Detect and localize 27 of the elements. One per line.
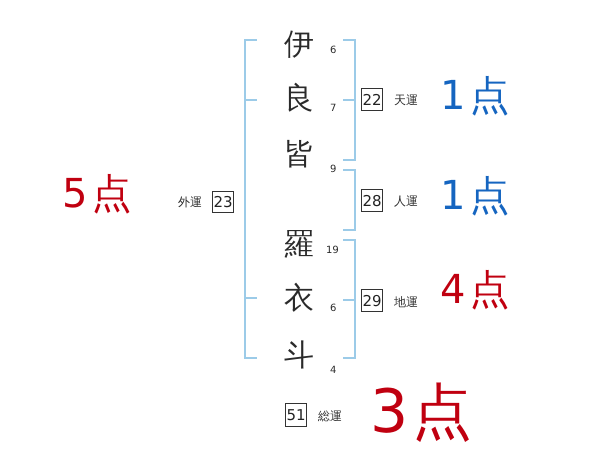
name-character: 伊 (284, 30, 314, 60)
number-box: 23 (212, 191, 234, 213)
stroke-count: 4 (330, 366, 336, 376)
stroke-count: 6 (330, 304, 336, 314)
fortune-label: 天運 (394, 94, 418, 106)
name-character: 斗 (284, 341, 314, 371)
stroke-count: 6 (330, 46, 336, 56)
points-label: 5点 (62, 174, 136, 214)
points-label: 4点 (440, 270, 514, 310)
fortune-label: 総運 (318, 410, 342, 422)
number-box: 22 (361, 88, 383, 111)
name-character: 羅 (284, 230, 314, 260)
fortune-label: 人運 (394, 195, 418, 207)
points-label: 1点 (440, 176, 514, 216)
number-box: 51 (285, 403, 307, 427)
number-box: 28 (361, 189, 383, 212)
fortune-label: 地運 (394, 296, 418, 308)
points-label: 1点 (440, 76, 514, 116)
stroke-count: 9 (330, 165, 336, 175)
stroke-count: 7 (330, 104, 336, 114)
number-box: 29 (361, 289, 383, 312)
name-character: 良 (284, 84, 314, 114)
name-character: 皆 (284, 140, 314, 170)
fortune-label: 外運 (178, 196, 202, 208)
points-label: 3点 (370, 382, 476, 442)
stroke-count: 19 (326, 246, 339, 256)
name-character: 衣 (284, 284, 314, 314)
